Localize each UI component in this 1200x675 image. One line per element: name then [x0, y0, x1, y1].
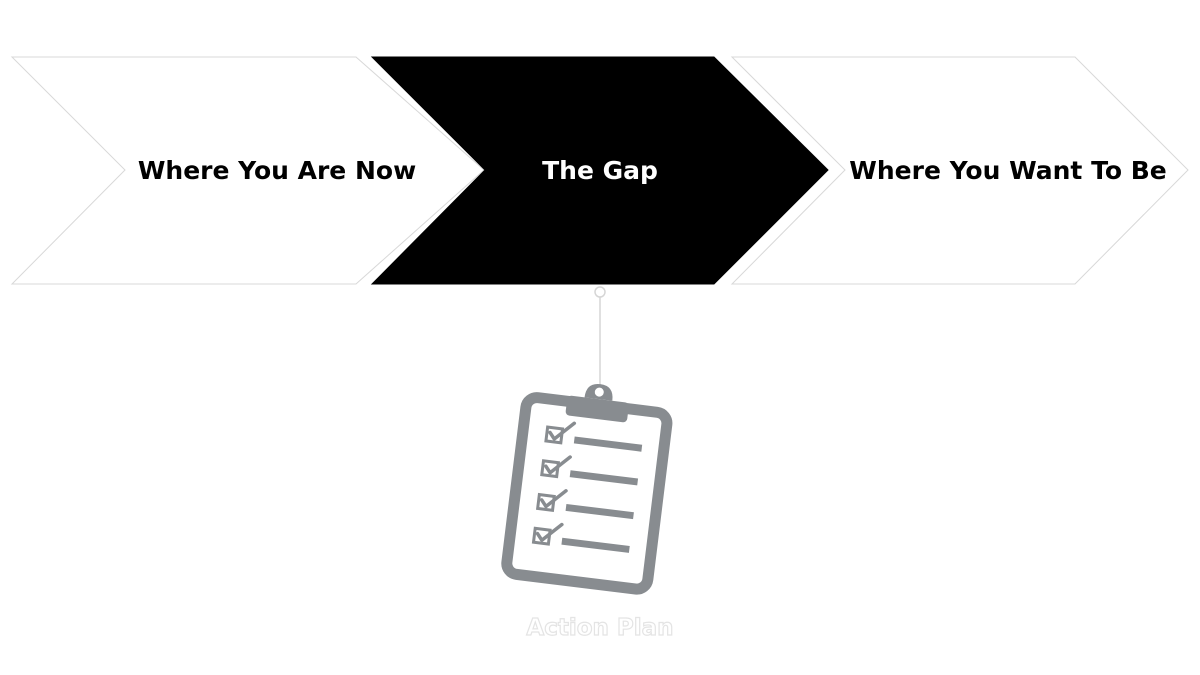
stage-target-label: Where You Want To Be [849, 156, 1166, 185]
clipboard-hole [594, 387, 604, 397]
stage-current-label: Where You Are Now [138, 156, 416, 185]
checklist-item [544, 421, 643, 452]
action-plan-label: Action Plan [526, 615, 673, 641]
checklist-line [565, 503, 634, 520]
checklist-line [573, 436, 643, 452]
clipboard-clip [565, 395, 629, 423]
checklist-item [531, 522, 630, 553]
checkmark-icon [548, 421, 577, 441]
checkmark-icon [535, 522, 564, 542]
connector-top-dot [594, 286, 606, 298]
stage-gap: The Gap [370, 56, 829, 285]
stage-target-chevron [730, 56, 1189, 285]
gap-connector [594, 286, 606, 390]
checklist-line [561, 537, 630, 553]
clipboard-board [501, 392, 673, 595]
checkmark-icon [539, 489, 568, 509]
checkbox-icon [531, 526, 552, 546]
stage-gap-label: The Gap [542, 156, 658, 185]
checkbox-icon [544, 425, 565, 445]
stage-current: Where You Are Now [10, 56, 485, 285]
stage-current-chevron [10, 56, 485, 285]
checkbox-icon [535, 492, 556, 512]
stage-target: Where You Want To Be [730, 56, 1189, 285]
clipboard-checklist-icon [501, 384, 673, 595]
checklist-line [569, 470, 639, 486]
checklist-item [535, 489, 634, 520]
checkmark-icon [544, 455, 572, 475]
checkbox-icon [540, 459, 561, 479]
stage-gap-chevron [370, 56, 829, 285]
checklist-item [540, 455, 639, 486]
